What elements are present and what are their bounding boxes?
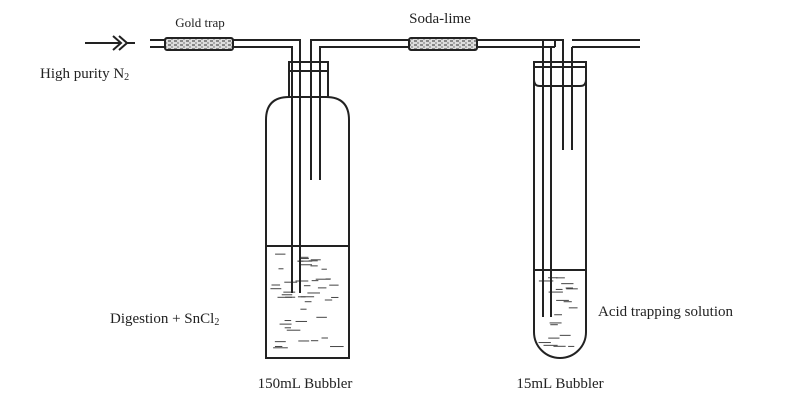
soda-lime-label: Soda-lime [409,11,471,27]
gold-trap-label: Gold trap [175,15,224,30]
acid-trap-label: Acid trapping solution [598,304,733,320]
digestion-label: Digestion + SnCl2 [110,311,219,328]
soda-lime-trap [408,37,478,51]
bubbler-15ml-label: 15mL Bubbler [516,376,603,392]
gas-source-label: High purity N2 [40,66,129,83]
liquid-acid-trap [538,277,578,347]
liquid-digestion [270,253,344,349]
stopper-150ml [288,61,329,98]
bubbler-150ml-label: 150mL Bubbler [258,376,353,392]
inlet-tubing [150,39,301,293]
cap-15ml [533,61,587,87]
bubbler-150ml [265,61,350,359]
gold-trap [164,37,234,51]
bubbler-15ml [533,39,640,359]
gas-inlet-arrow [85,35,135,51]
